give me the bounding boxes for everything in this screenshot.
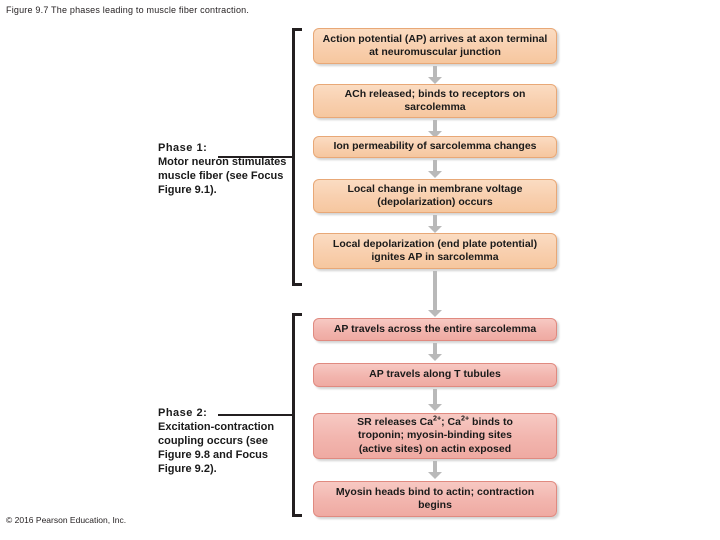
arrow-1-to-2 [428,66,442,84]
phase-2-bracket-stem [218,414,294,416]
phase-2-name: Phase 2: [158,407,208,419]
phase-1-description: Motor neuron stimulates muscle fiber (se… [158,156,287,197]
flow-step-4-text: Local change in membrane voltage (depola… [347,182,523,208]
phase-2-label: Phase 2: Excitation-contraction coupling… [158,406,298,476]
flow-step-3: Ion permeability of sarcolemma changes [313,136,557,158]
phase-1-name: Phase 1: [158,142,208,154]
figure-caption: Figure 9.7 The phases leading to muscle … [6,5,250,15]
arrow-4-to-5 [428,215,442,233]
arrow-8-to-9 [428,461,442,479]
copyright-notice: © 2016 Pearson Education, Inc. [6,515,127,525]
arrow-5-to-6 [428,271,442,317]
flow-step-2: ACh released; binds to receptors on sarc… [313,84,557,118]
flow-step-1-text: Action potential (AP) arrives at axon te… [322,32,548,58]
flow-step-1: Action potential (AP) arrives at axon te… [313,28,557,64]
flow-step-5: Local depolarization (end plate potentia… [313,233,557,269]
flow-step-3-text: Ion permeability of sarcolemma changes [333,140,537,153]
flow-step-4: Local change in membrane voltage (depola… [313,179,557,213]
flow-step-7: AP travels along T tubules [313,363,557,387]
phase-1-label: Phase 1: Motor neuron stimulates muscle … [158,141,298,197]
flow-step-7-text: AP travels along T tubules [369,368,501,381]
flow-step-6-text: AP travels across the entire sarcolemma [333,322,537,335]
phase-1-bracket-stem [218,156,294,158]
phase-2-description: Excitation-contraction coupling occurs (… [158,421,275,476]
arrow-3-to-4 [428,160,442,178]
flow-step-6: AP travels across the entire sarcolemma [313,318,557,341]
arrow-2-to-3 [428,120,442,138]
flow-step-9-text: Myosin heads bind to actin; contraction … [335,485,535,511]
arrow-6-to-7 [428,343,442,361]
flow-step-2-text: ACh released; binds to receptors on sarc… [344,87,526,113]
flow-step-5-text: Local depolarization (end plate potentia… [332,237,538,263]
arrow-7-to-8 [428,389,442,411]
flow-step-9: Myosin heads bind to actin; contraction … [313,481,557,517]
